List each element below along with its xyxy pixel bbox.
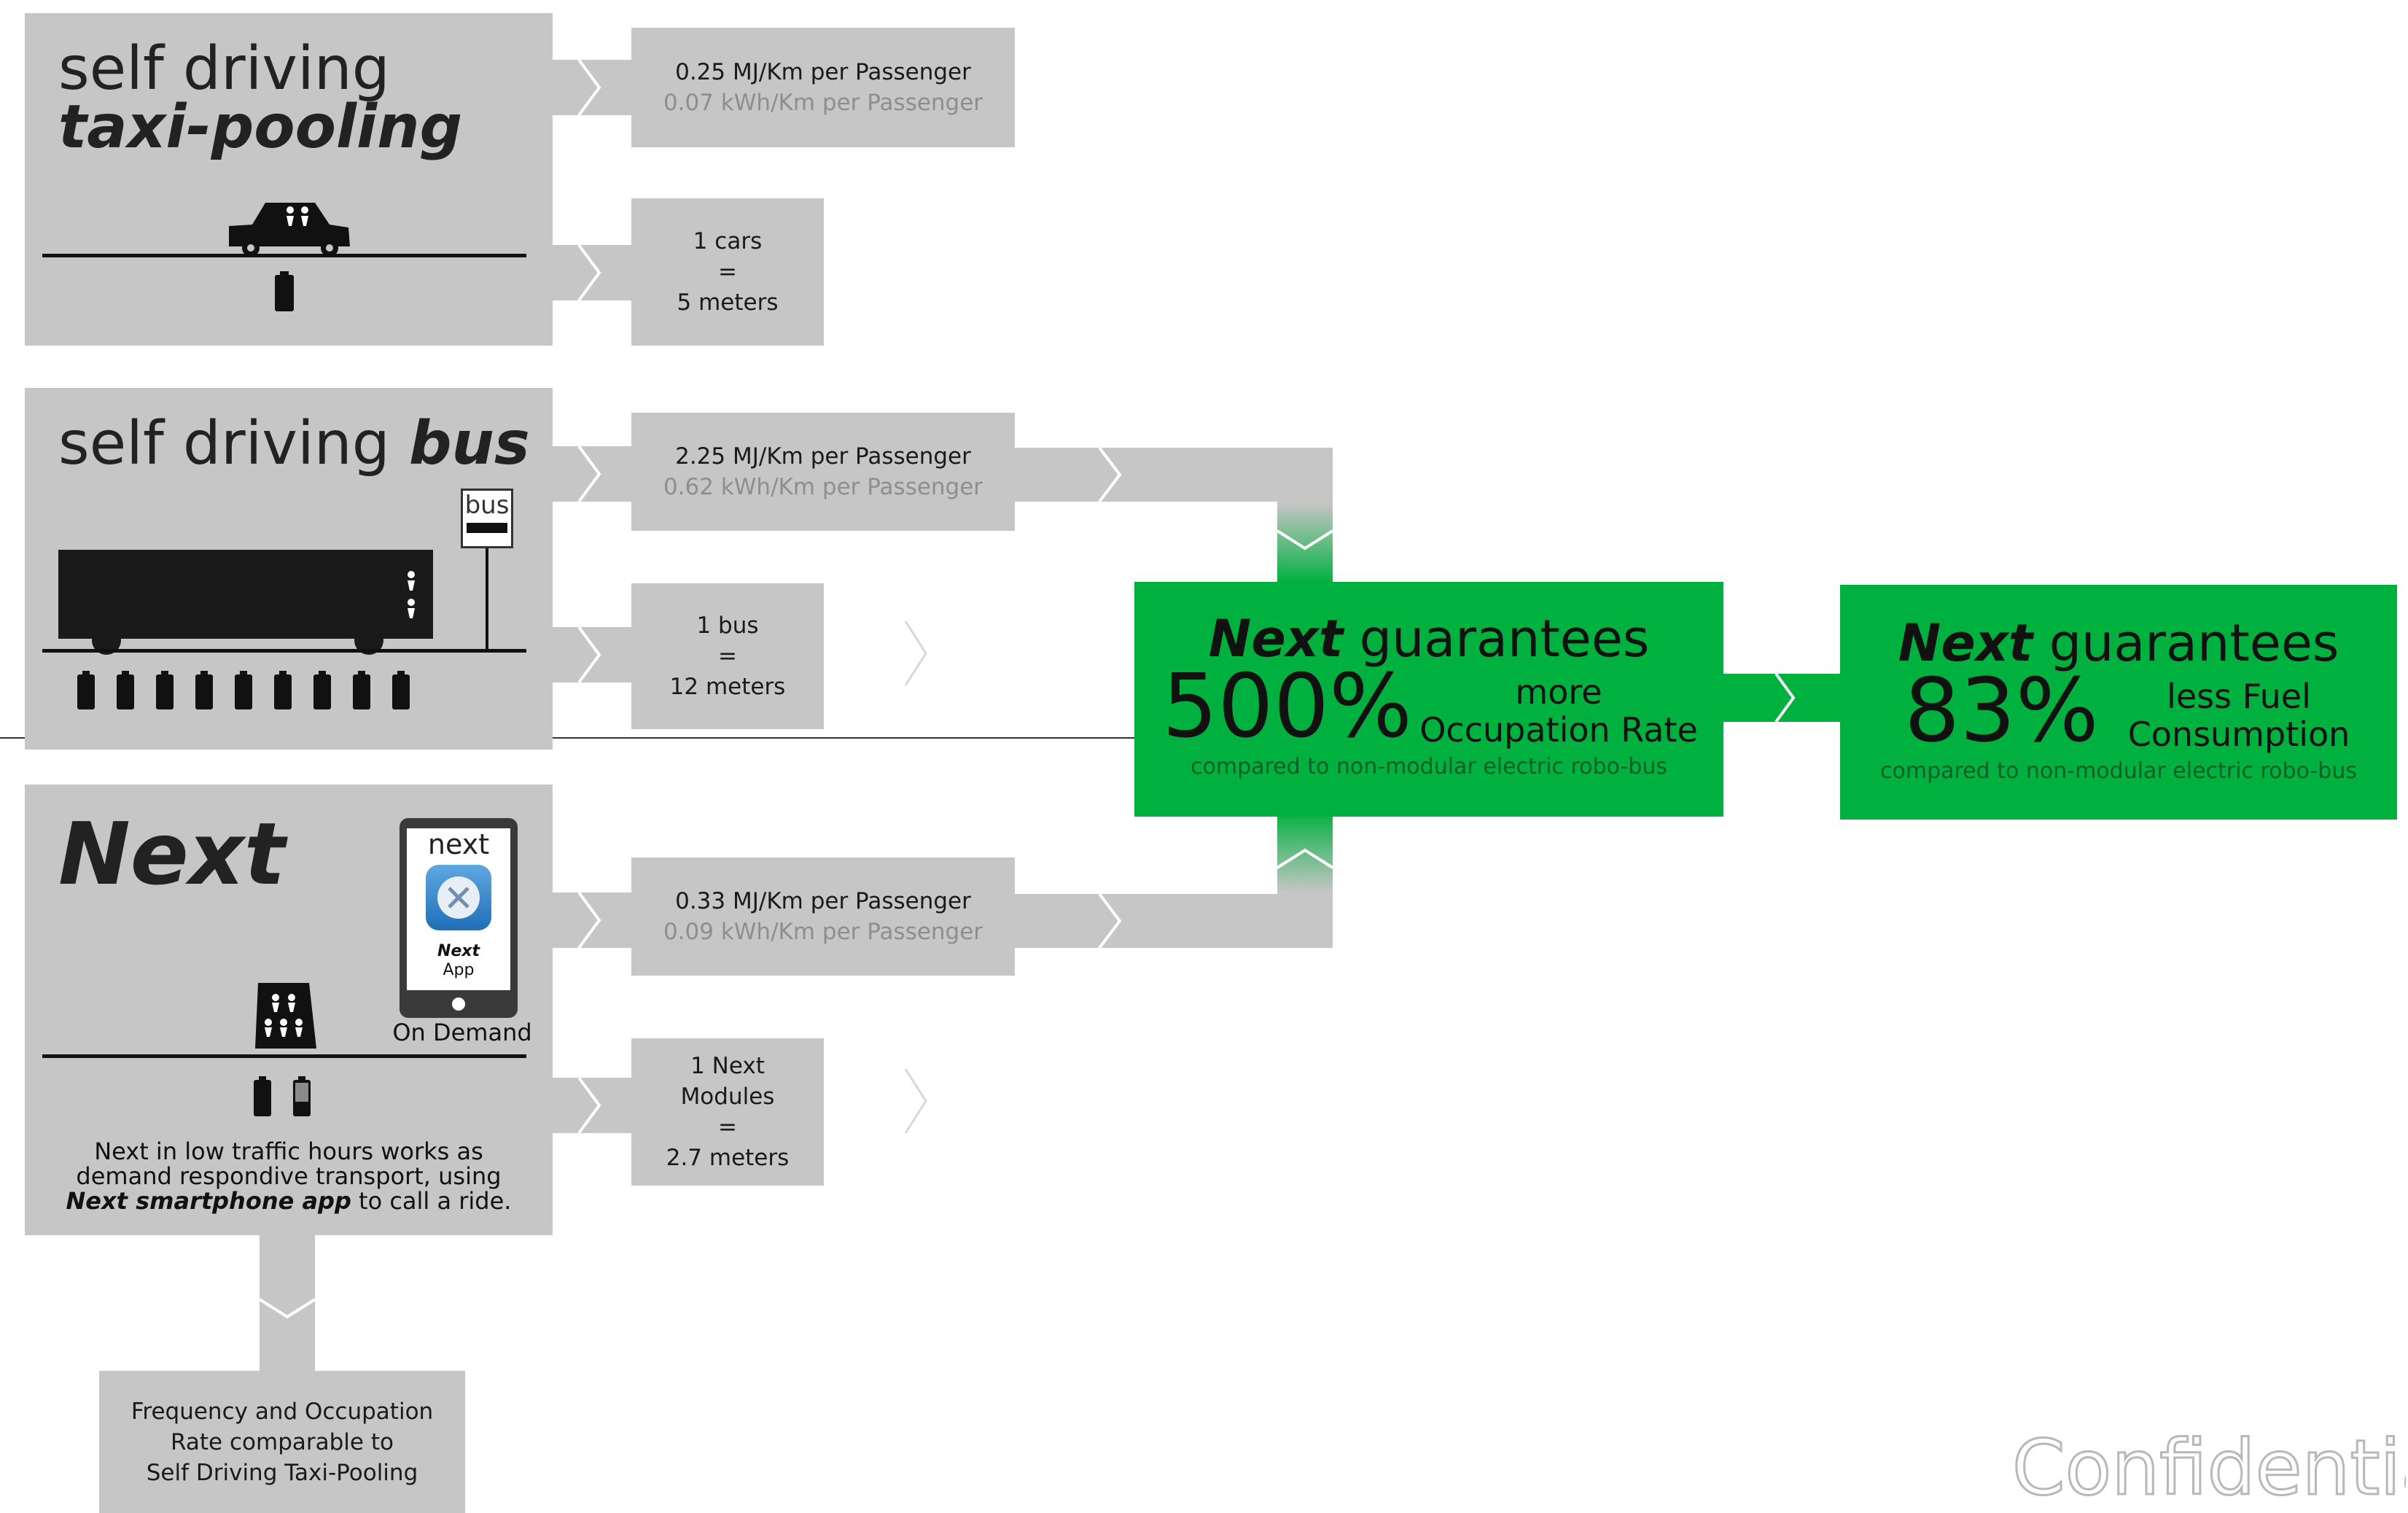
fuel-big-value: 83%	[1904, 661, 2099, 762]
frequency-line1: Frequency and Occupation	[130, 1398, 434, 1425]
next-phone-brand: next	[427, 828, 490, 860]
taxi-title-line2: taxi-pooling	[58, 93, 463, 162]
bus-stop-sign-bar	[467, 523, 507, 533]
taxi-road-line	[42, 254, 526, 257]
next-description-bold: Next smartphone app	[66, 1187, 351, 1215]
occupation-footnote: compared to non-modular electric robo-bu…	[1191, 754, 1667, 779]
bus-energy-connector-left	[553, 446, 633, 502]
frequency-line2: Rate comparable to	[171, 1428, 394, 1455]
next-description: Next in low traffic hours works as deman…	[39, 1139, 538, 1213]
next-size-count: 1 Next	[690, 1053, 765, 1079]
bus-stop-pole	[486, 541, 488, 650]
bus-flow-fade	[1277, 503, 1333, 583]
fuel-footnote: compared to non-modular electric robo-bu…	[1880, 758, 2357, 784]
bus-panel: self driving bus bus	[25, 388, 553, 750]
taxi-size-connector	[553, 245, 633, 300]
next-description-line2: demand respondive transport, using	[76, 1162, 502, 1190]
divider-line	[0, 737, 1137, 739]
bus-batteries-icon	[77, 671, 410, 709]
taxi-size-count: 1 cars	[693, 228, 763, 254]
occupation-heading-text: guarantees	[1359, 609, 1650, 669]
next-description-line1: Next in low traffic hours works as	[94, 1137, 483, 1165]
next-size-length: 2.7 meters	[666, 1145, 790, 1171]
bus-ghost-chevron-icon	[904, 621, 927, 686]
bus-stop-sign-label: bus	[464, 491, 510, 520]
next-size-connector	[553, 1078, 633, 1133]
next-app-x-icon	[437, 876, 480, 919]
next-road-line	[42, 1054, 526, 1058]
bus-wheels-icon	[92, 626, 383, 655]
taxi-panel: self driving taxi-pooling	[25, 13, 553, 346]
occupation-big-value: 500%	[1162, 656, 1413, 758]
occupation-brand: Next	[1208, 609, 1344, 669]
fuel-box: Next guarantees 83% less Fuel Consumptio…	[1840, 585, 2397, 820]
next-module-icon	[255, 983, 316, 1049]
next-app-label-line1: Next	[437, 942, 480, 960]
fuel-line2: Consumption	[2127, 715, 2350, 754]
bus-road-line	[42, 649, 526, 653]
next-size-unit: Modules	[680, 1084, 775, 1110]
fuel-heading: Next guarantees	[1840, 615, 2397, 671]
next-description-rest: to call a ride.	[359, 1187, 512, 1215]
bus-stop-sign: bus	[461, 489, 513, 548]
next-app-label-line2: App	[443, 961, 475, 979]
next-energy-connector-left	[553, 892, 633, 948]
next-size-box: 1 Next Modules = 2.7 meters	[631, 1038, 824, 1186]
bus-size-count: 1 bus	[696, 612, 759, 639]
next-on-demand-label: On Demand	[392, 1019, 532, 1046]
taxi-size-equals: =	[718, 259, 737, 285]
bus-title: self driving bus	[58, 413, 530, 475]
bus-energy-mj: 2.25 MJ/Km per Passenger	[675, 443, 971, 470]
taxi-energy-box: 0.25 MJ/Km per Passenger 0.07 kWh/Km per…	[631, 28, 1015, 147]
next-ghost-chevron-icon	[904, 1068, 927, 1134]
taxi-energy-mj: 0.25 MJ/Km per Passenger	[675, 59, 971, 85]
taxi-size-box: 1 cars = 5 meters	[631, 198, 824, 346]
next-panel: Next next Next App On Demand	[25, 785, 553, 1235]
bus-energy-box: 2.25 MJ/Km per Passenger 0.62 kWh/Km per…	[631, 413, 1015, 531]
next-down-connector	[260, 1235, 315, 1374]
next-energy-kwh: 0.09 kWh/Km per Passenger	[663, 919, 983, 945]
bus-title-bold: bus	[408, 409, 530, 478]
next-batteries-icon	[254, 1076, 311, 1116]
bus-passengers-icon	[408, 571, 415, 618]
next-size-equals: =	[718, 1114, 737, 1140]
next-energy-mj: 0.33 MJ/Km per Passenger	[675, 888, 971, 914]
next-energy-box: 0.33 MJ/Km per Passenger 0.09 kWh/Km per…	[631, 857, 1015, 976]
confidential-watermark: Confidentia	[2012, 1428, 2406, 1508]
bus-vehicle-icon	[58, 550, 433, 639]
next-phone-screen: next Next App	[407, 828, 510, 990]
occupation-line2: Occupation Rate	[1419, 710, 1698, 750]
bus-title-plain: self driving	[58, 409, 390, 478]
frequency-line3: Self Driving Taxi-Pooling	[146, 1459, 418, 1486]
taxi-car-icon	[229, 203, 350, 257]
taxi-battery-icon	[275, 271, 294, 311]
taxi-energy-kwh: 0.07 kWh/Km per Passenger	[663, 90, 983, 116]
next-description-line3: Next smartphone app to call a ride.	[39, 1189, 538, 1213]
taxi-size-length: 5 meters	[677, 289, 779, 316]
fuel-line1: less Fuel	[2167, 677, 2311, 716]
next-phone: next Next App	[400, 818, 518, 1018]
bus-size-equals: =	[718, 643, 737, 669]
fuel-heading-text: guarantees	[2049, 613, 2339, 673]
next-flow-fade	[1277, 811, 1333, 892]
bus-size-connector	[553, 627, 633, 682]
occupation-heading: Next guarantees	[1134, 611, 1723, 666]
next-phone-home-button	[452, 997, 465, 1011]
occupation-box: Next guarantees 500% more Occupation Rat…	[1134, 582, 1723, 817]
taxi-energy-connector	[553, 60, 633, 115]
bus-size-box: 1 bus = 12 meters	[631, 583, 824, 729]
green-link-connector	[1721, 674, 1843, 722]
bus-energy-kwh: 0.62 kWh/Km per Passenger	[663, 474, 983, 500]
fuel-brand: Next	[1898, 613, 2033, 673]
occupation-line1: more	[1515, 672, 1602, 712]
next-title: Next	[58, 804, 286, 904]
frequency-box: Frequency and Occupation Rate comparable…	[99, 1371, 465, 1513]
next-app-icon	[426, 865, 491, 930]
taxi-title-line1: self driving	[58, 34, 390, 104]
bus-size-length: 12 meters	[669, 674, 786, 700]
